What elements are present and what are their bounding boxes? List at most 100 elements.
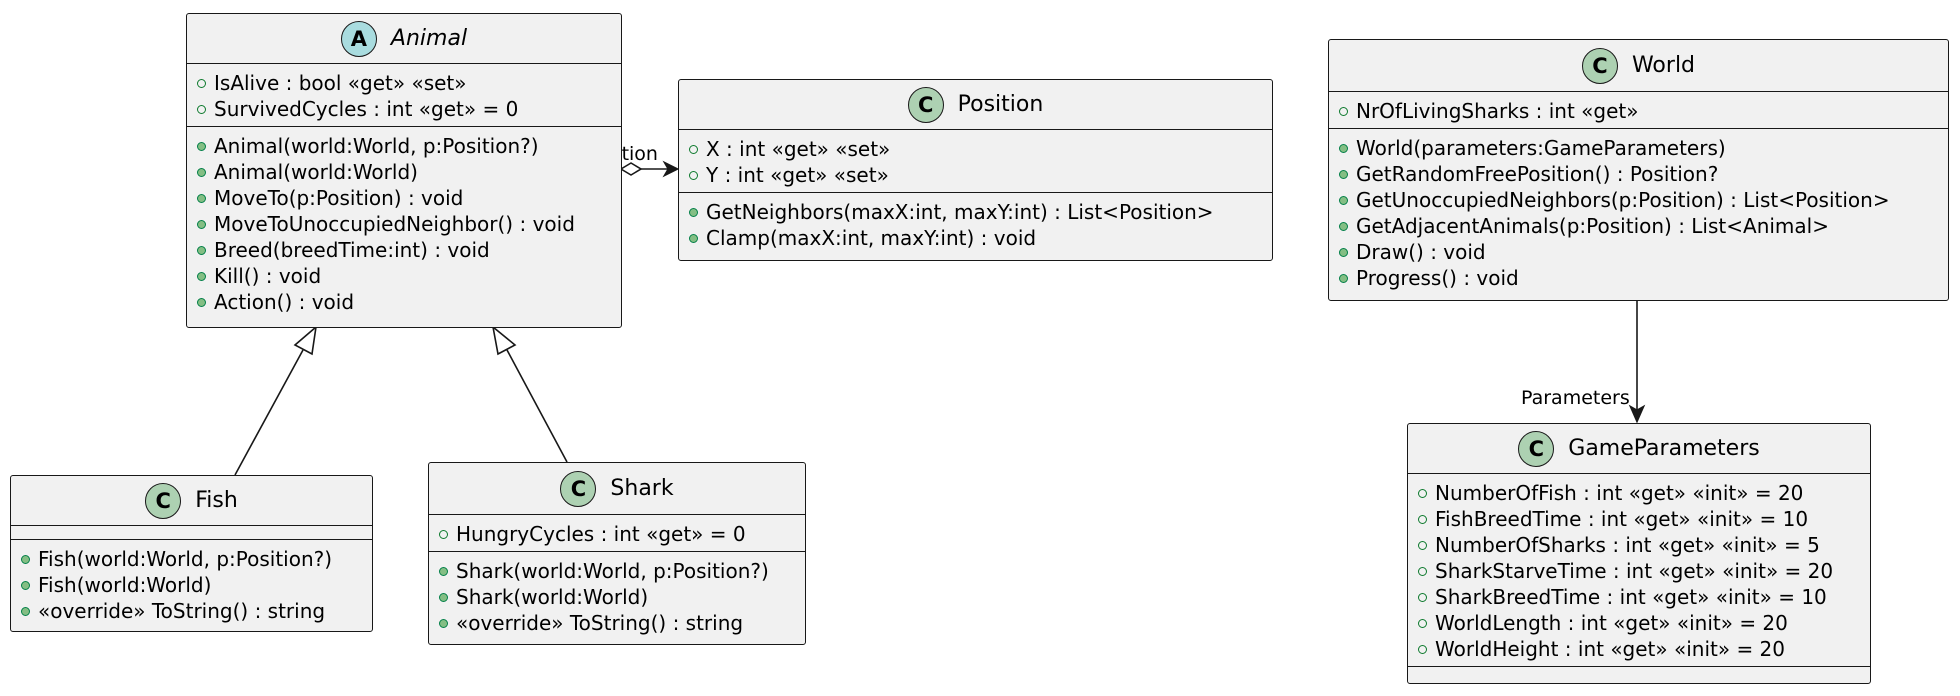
public-method-icon [439,592,448,602]
field-row: WorldLength : int «get» «init» = 20 [1408,610,1870,636]
fields-section: NumberOfFish : int «get» «init» = 20 Fis… [1408,473,1870,666]
public-field-icon [197,104,206,114]
methods-section [1408,666,1870,676]
arrow-head [1628,404,1646,424]
class-shark[interactable]: C Shark HungryCycles : int «get» = 0 Sha… [428,462,806,645]
public-method-icon [439,618,448,628]
public-method-icon [21,554,30,564]
field-row: WorldHeight : int «get» «init» = 20 [1408,636,1870,662]
field-row: SharkStarveTime : int «get» «init» = 20 [1408,558,1870,584]
public-field-icon [439,529,448,539]
class-header: C Shark [429,463,805,514]
methods-section: Shark(world:World, p:Position?) Shark(wo… [429,551,805,640]
class-name: Fish [195,488,238,513]
field-row: FishBreedTime : int «get» «init» = 10 [1408,506,1870,532]
aggregation-diamond [619,162,643,176]
method-row: Action() : void [187,289,621,315]
field-row: Y : int «get» «set» [679,162,1272,188]
public-method-icon [689,207,698,217]
class-icon: C [1518,430,1555,467]
inheritance-triangle [491,324,517,356]
fields-section: X : int «get» «set» Y : int «get» «set» [679,129,1272,192]
method-row: Animal(world:World) [187,159,621,185]
public-field-icon [689,144,698,154]
public-method-icon [197,297,206,307]
method-row: Progress() : void [1329,265,1948,291]
method-row: Shark(world:World) [429,584,805,610]
method-row: «override» ToString() : string [429,610,805,636]
method-row: GetAdjacentAnimals(p:Position) : List<An… [1329,213,1948,239]
methods-section: World(parameters:GameParameters) GetRand… [1329,128,1948,295]
field-row: NrOfLivingSharks : int «get» [1329,98,1948,124]
class-header: C Position [679,80,1272,129]
method-row: GetRandomFreePosition() : Position? [1329,161,1948,187]
method-row: Clamp(maxX:int, maxY:int) : void [679,225,1272,251]
public-field-icon [1418,488,1427,498]
class-world[interactable]: C World NrOfLivingSharks : int «get» Wor… [1328,39,1949,301]
method-row: MoveTo(p:Position) : void [187,185,621,211]
public-method-icon [197,271,206,281]
fields-section [11,525,372,539]
method-row: Fish(world:World, p:Position?) [11,546,372,572]
class-name: Animal [390,26,468,51]
class-icon: C [1581,47,1618,84]
methods-section: Fish(world:World, p:Position?) Fish(worl… [11,539,372,628]
method-row: Breed(breedTime:int) : void [187,237,621,263]
inheritance-edge-shark-animal [491,324,568,463]
public-method-icon [439,566,448,576]
public-method-icon [689,233,698,243]
public-method-icon [197,193,206,203]
methods-section: Animal(world:World, p:Position?) Animal(… [187,126,621,319]
public-method-icon [197,167,206,177]
class-header: A Animal [187,14,621,63]
field-row: NumberOfFish : int «get» «init» = 20 [1408,480,1870,506]
field-row: SharkBreedTime : int «get» «init» = 10 [1408,584,1870,610]
field-row: IsAlive : bool «get» «set» [187,70,621,96]
method-row: GetNeighbors(maxX:int, maxY:int) : List<… [679,199,1272,225]
field-row: HungryCycles : int «get» = 0 [429,521,805,547]
abstract-class-icon: A [340,20,377,57]
method-row: GetUnoccupiedNeighbors(p:Position) : Lis… [1329,187,1948,213]
class-header: C World [1329,40,1948,91]
public-method-icon [1339,247,1348,257]
public-field-icon [1418,618,1427,628]
public-method-icon [21,606,30,616]
public-method-icon [197,245,206,255]
public-method-icon [197,219,206,229]
public-field-icon [1418,566,1427,576]
edge-label-parameters: Parameters [1521,387,1630,409]
method-row: World(parameters:GameParameters) [1329,135,1948,161]
method-row: Shark(world:World, p:Position?) [429,558,805,584]
class-position[interactable]: C Position X : int «get» «set» Y : int «… [678,79,1273,261]
class-animal[interactable]: A Animal IsAlive : bool «get» «set» Surv… [186,13,622,328]
public-method-icon [1339,195,1348,205]
class-gameparameters[interactable]: C GameParameters NumberOfFish : int «get… [1407,423,1871,684]
class-icon: C [560,470,597,507]
class-name: World [1631,53,1696,78]
public-field-icon [1339,106,1348,116]
inheritance-triangle [293,324,318,356]
public-field-icon [1418,592,1427,602]
field-row: NumberOfSharks : int «get» «init» = 5 [1408,532,1870,558]
public-field-icon [1418,644,1427,654]
public-method-icon [21,580,30,590]
method-row: Kill() : void [187,263,621,289]
field-row: X : int «get» «set» [679,136,1272,162]
public-field-icon [197,78,206,88]
method-row: Fish(world:World) [11,572,372,598]
methods-section: GetNeighbors(maxX:int, maxY:int) : List<… [679,192,1272,255]
association-edge-world-gameparameters [1628,300,1646,424]
public-field-icon [1418,540,1427,550]
fields-section: NrOfLivingSharks : int «get» [1329,91,1948,128]
class-fish[interactable]: C Fish Fish(world:World, p:Position?) Fi… [10,475,373,632]
class-name: GameParameters [1568,436,1760,461]
class-name: Shark [610,476,674,501]
public-field-icon [1418,514,1427,524]
public-field-icon [689,170,698,180]
public-method-icon [1339,143,1348,153]
fields-section: HungryCycles : int «get» = 0 [429,514,805,551]
public-method-icon [1339,273,1348,283]
inheritance-edge-fish-animal [234,324,318,476]
public-method-icon [1339,221,1348,231]
